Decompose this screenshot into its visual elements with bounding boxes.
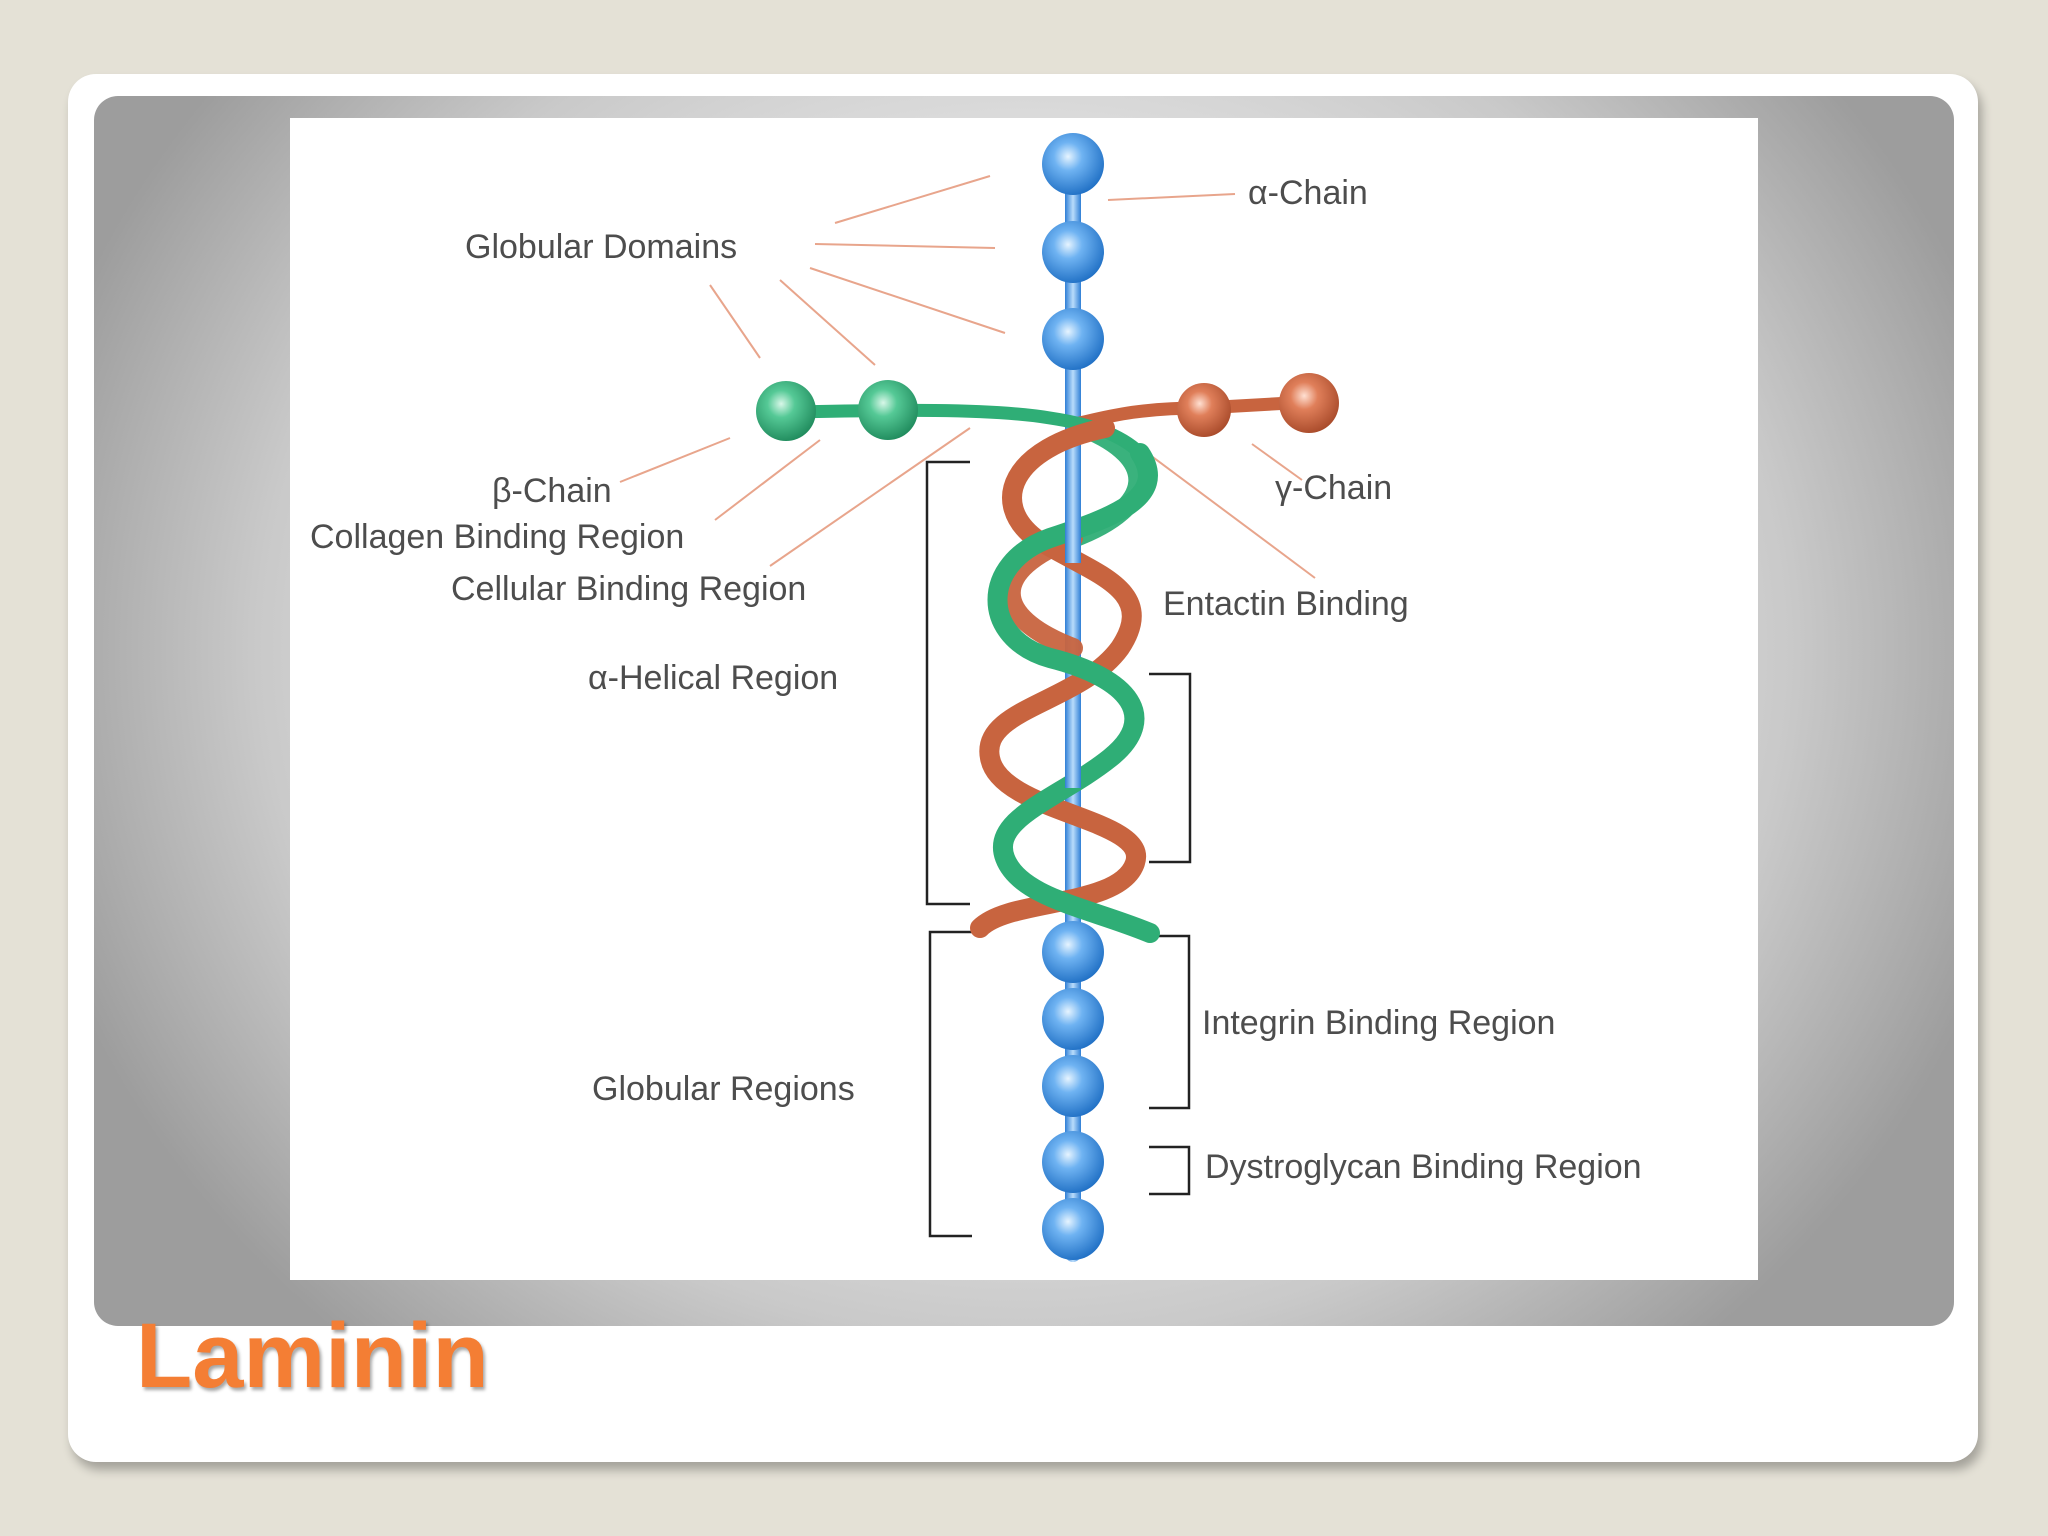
globular-regions-bracket	[928, 930, 972, 1238]
alpha-globule-4	[1042, 921, 1104, 983]
label-globular-regions: Globular Regions	[592, 1070, 855, 1108]
leader-line-globular-2	[814, 243, 996, 249]
alpha-globule-8	[1042, 1198, 1104, 1260]
slide-title: Laminin	[136, 1305, 489, 1407]
label-entactin-binding: Entactin Binding	[1163, 585, 1409, 623]
alpha-globules-bottom	[1042, 921, 1104, 1260]
beta-chain-arm	[756, 380, 1147, 460]
leader-line-gamma-chain	[1251, 443, 1303, 481]
alpha-globule-6	[1042, 1055, 1104, 1117]
beta-globule-1	[756, 381, 816, 441]
leader-line-collagen	[714, 439, 821, 521]
leader-line-globular-3	[809, 267, 1006, 334]
gamma-chain-arm	[1073, 373, 1339, 437]
integrin-bracket	[1149, 934, 1191, 1110]
alpha-globule-7	[1042, 1131, 1104, 1193]
leader-line-globular-5	[709, 284, 761, 359]
label-collagen-binding-region: Collagen Binding Region	[310, 518, 684, 556]
leader-lines	[619, 175, 1316, 579]
label-globular-domains: Globular Domains	[465, 228, 737, 266]
alpha-globule-2	[1042, 221, 1104, 283]
leader-line-cellular	[769, 427, 971, 567]
label-alpha-chain: α-Chain	[1248, 174, 1368, 212]
label-alpha-helical-region: α-Helical Region	[588, 659, 838, 697]
diagram-labels: α-Chain Globular Domains β-Chain Collage…	[310, 174, 1642, 1186]
alpha-globule-5	[1042, 988, 1104, 1050]
laminin-diagram-svg: α-Chain Globular Domains β-Chain Collage…	[310, 133, 1642, 1262]
alpha-globule-1	[1042, 133, 1104, 195]
beta-globule-2	[858, 380, 918, 440]
gamma-helix-strand	[970, 418, 1146, 938]
leader-line-globular-1	[834, 175, 991, 224]
laminin-diagram: α-Chain Globular Domains β-Chain Collage…	[290, 118, 1758, 1280]
alpha-rod-front-2	[1065, 728, 1081, 788]
leader-line-alpha-chain	[1107, 193, 1236, 201]
alpha-helical-bracket	[925, 460, 970, 906]
label-gamma-chain: γ-Chain	[1275, 469, 1392, 507]
label-beta-chain: β-Chain	[492, 472, 612, 510]
brackets	[925, 460, 1192, 1238]
gamma-globule-1	[1177, 383, 1231, 437]
label-dystroglycan-binding-region: Dystroglycan Binding Region	[1205, 1148, 1642, 1186]
leader-line-entactin	[1129, 439, 1316, 579]
entactin-bracket	[1149, 672, 1192, 864]
label-integrin-binding-region: Integrin Binding Region	[1202, 1004, 1555, 1042]
alpha-rod-front-1	[1065, 513, 1081, 563]
leader-line-beta-chain	[619, 437, 731, 483]
leader-line-globular-4	[779, 279, 876, 366]
alpha-globules-top	[1042, 133, 1104, 370]
dystroglycan-bracket	[1149, 1145, 1191, 1196]
label-cellular-binding-region: Cellular Binding Region	[451, 570, 806, 608]
alpha-globule-3	[1042, 308, 1104, 370]
gamma-globule-2	[1279, 373, 1339, 433]
